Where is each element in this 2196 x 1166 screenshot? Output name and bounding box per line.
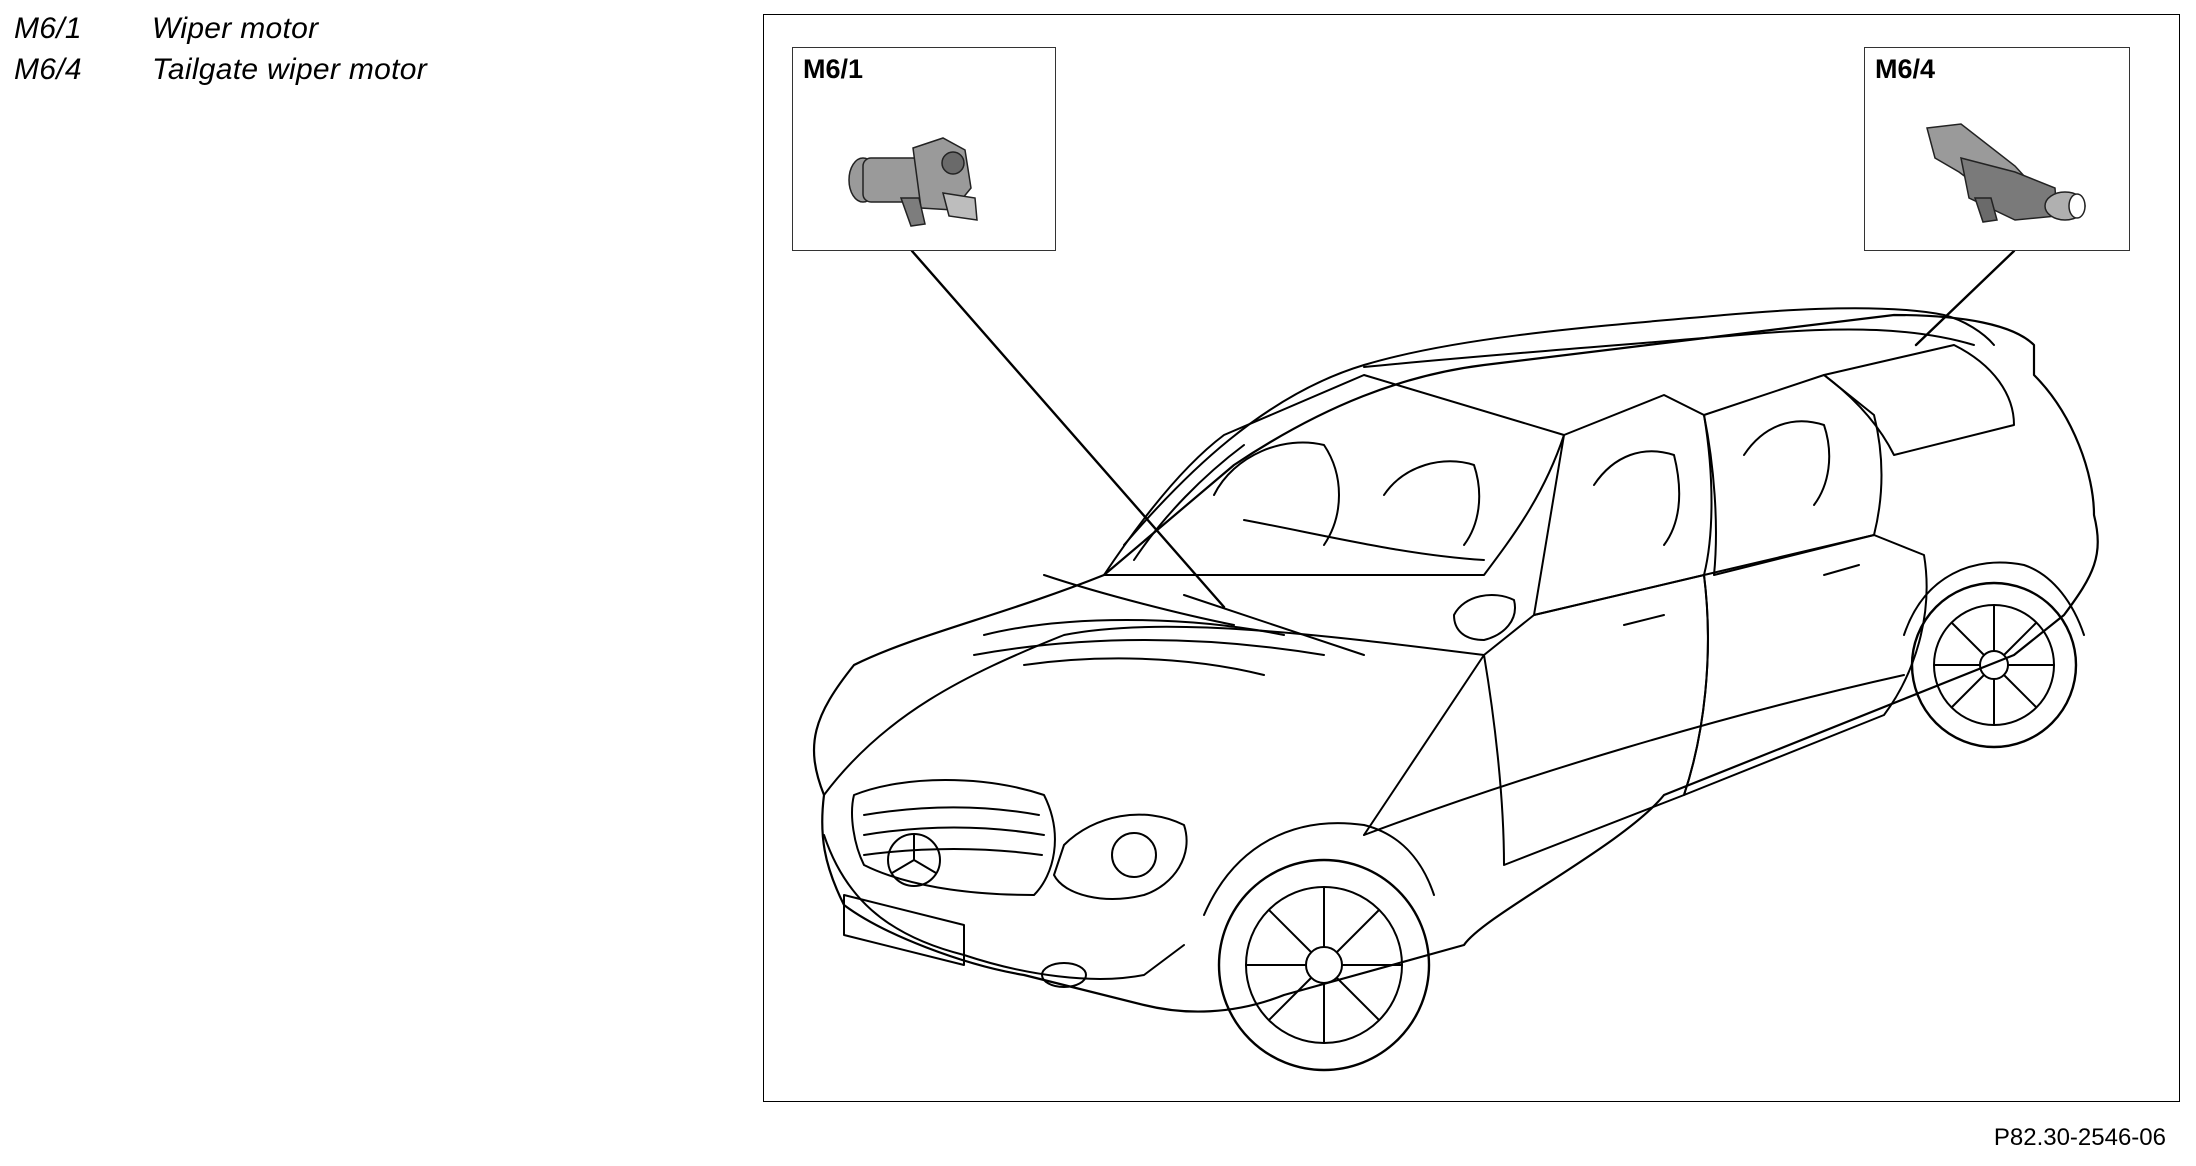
headlamp bbox=[1053, 813, 1188, 900]
legend-item-m6-4: M6/4 Tailgate wiper motor bbox=[14, 49, 427, 90]
legend: M6/1 Wiper motor M6/4 Tailgate wiper mot… bbox=[14, 8, 427, 90]
rear-door-window bbox=[1703, 374, 1883, 576]
legend-item-m6-1: M6/1 Wiper motor bbox=[14, 8, 427, 49]
side-mirror bbox=[1453, 594, 1516, 641]
side-sill bbox=[1363, 674, 1905, 836]
front-door-window bbox=[1533, 394, 1713, 616]
quarter-window bbox=[1823, 344, 2015, 456]
car-body-outline bbox=[812, 313, 2099, 1013]
hood bbox=[823, 625, 1485, 836]
licence-plate bbox=[843, 894, 965, 966]
rear-door-handle bbox=[1823, 564, 1860, 576]
legend-code: M6/1 bbox=[14, 11, 82, 45]
front-door-handle bbox=[1623, 614, 1665, 626]
wiper-motor-image bbox=[848, 137, 978, 227]
legend-label: Wiper motor bbox=[152, 11, 319, 45]
roof-line bbox=[1123, 307, 1995, 546]
wiper-arm-right bbox=[1183, 594, 1365, 656]
front-wheel bbox=[1217, 858, 1431, 1072]
front-door bbox=[1483, 574, 1709, 866]
figure-reference-code: P82.30-2546-06 bbox=[1993, 1124, 2166, 1151]
leader-line-m6-1 bbox=[910, 249, 1226, 609]
leader-line-m6-4 bbox=[1914, 249, 2016, 347]
callout-tailgate-wiper-motor: M6/4 bbox=[1864, 47, 2130, 251]
wiper-arm-left bbox=[1043, 574, 1235, 626]
tailgate-wiper-motor-image bbox=[1926, 123, 2086, 223]
callout-code: M6/4 bbox=[1875, 54, 1936, 84]
fog-lamp bbox=[1041, 962, 1087, 988]
rear-wheel bbox=[1910, 581, 2078, 749]
callout-code: M6/1 bbox=[803, 54, 864, 84]
callout-wiper-motor: M6/1 bbox=[792, 47, 1056, 251]
legend-code: M6/4 bbox=[14, 52, 82, 86]
front-bumper bbox=[823, 834, 1185, 980]
vehicle-illustration bbox=[812, 249, 2099, 1072]
windscreen bbox=[1103, 374, 1565, 577]
figure-frame: M6/1 M6/4 bbox=[763, 14, 2180, 1102]
grille bbox=[851, 779, 1056, 896]
legend-label: Tailgate wiper motor bbox=[152, 52, 428, 86]
